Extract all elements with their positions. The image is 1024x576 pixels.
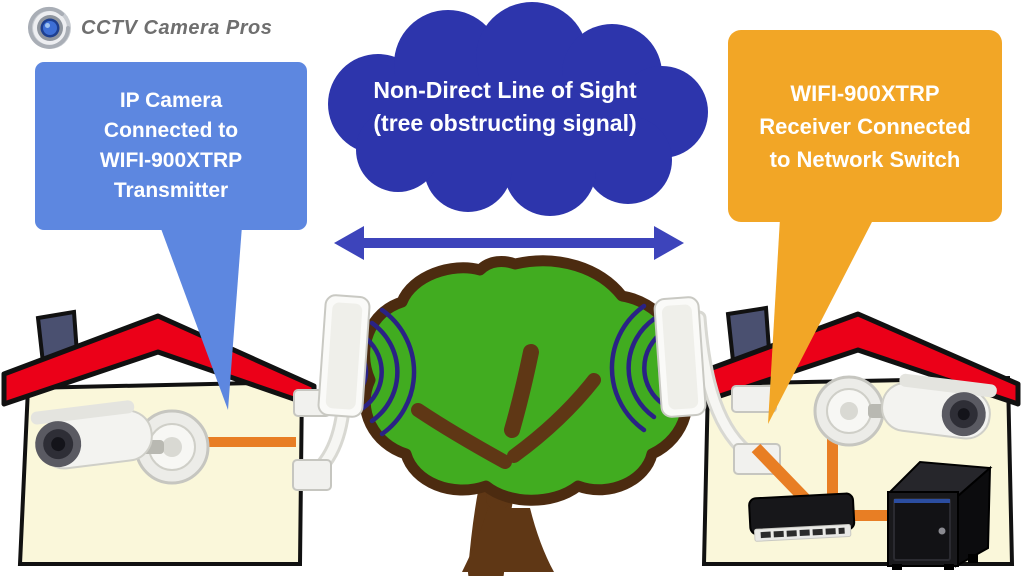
camera-lens-icon xyxy=(28,6,71,49)
transmitter-panel xyxy=(317,294,371,418)
logo: CCTV Camera Pros xyxy=(28,6,272,50)
nvr-recorder xyxy=(887,460,993,570)
callout-left-line: WIFI-900XTRP xyxy=(99,149,243,172)
signal-arrow xyxy=(334,226,684,260)
receiver-panel xyxy=(653,296,707,418)
network-switch xyxy=(748,492,856,542)
callout-left-line: Connected to xyxy=(103,119,239,142)
callout-right-tail xyxy=(768,218,874,424)
arrowhead-left xyxy=(334,226,364,260)
arrowhead-right xyxy=(654,226,684,260)
callout-right-line: to Network Switch xyxy=(769,146,961,172)
callout-left-tail xyxy=(160,226,242,410)
ip-camera-right xyxy=(813,373,997,447)
callout-right-line: WIFI-900XTRP xyxy=(790,80,940,106)
callout-left-line: Transmitter xyxy=(113,179,229,202)
nvr-lock xyxy=(938,527,946,535)
callout-receiver-network-switch: WIFI-900XTRP Receiver Connected to Netwo… xyxy=(728,30,1002,222)
cloud-label: Non-Direct Line of Sight (tree obstructi… xyxy=(330,74,680,140)
tree xyxy=(359,255,693,576)
cable-camera-to-switch xyxy=(827,432,838,506)
cloud-label-line: Non-Direct Line of Sight xyxy=(373,77,637,103)
tree-branch-right xyxy=(507,373,601,463)
logo-text: CCTV Camera Pros xyxy=(81,16,273,39)
cable-switch-to-nvr xyxy=(845,510,895,521)
cloud-shape xyxy=(328,2,708,216)
tree-branch-visible xyxy=(504,344,539,438)
callout-right-line: Receiver Connected xyxy=(759,113,971,139)
cable-camera-to-transmitter xyxy=(200,437,296,447)
tree-branch-left xyxy=(411,403,512,469)
ip-camera-left xyxy=(30,400,210,485)
cloud-label-line: (tree obstructing signal) xyxy=(373,110,637,136)
callout-left-line: IP Camera xyxy=(119,89,223,112)
callout-ip-camera-transmitter: IP Camera Connected to WIFI-900XTRP Tran… xyxy=(35,62,307,230)
